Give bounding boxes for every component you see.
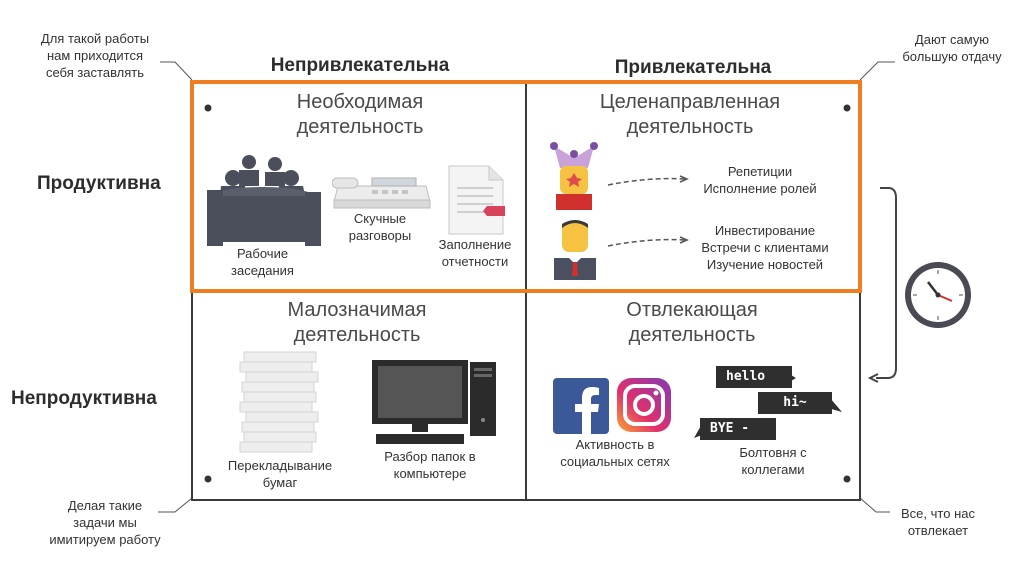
label-meetings: Рабочие заседания — [205, 245, 320, 279]
label-line: Перекладывание — [227, 458, 333, 473]
paper-stack-icon — [239, 351, 319, 453]
quadrant-title-purposeful: Целенаправленная деятельность — [570, 90, 810, 140]
facebook-icon — [553, 378, 609, 434]
note-line: нам приходится — [47, 48, 143, 63]
group-rehearsals: Репетиции Исполнение ролей — [680, 163, 840, 197]
businessman-icon — [554, 220, 596, 280]
computer-icon — [372, 360, 496, 444]
dashed-arrow-2 — [607, 238, 687, 247]
title-line: Отвлекающая — [626, 299, 758, 321]
label-chatter: Болтовня с коллегами — [718, 444, 828, 478]
quadrant-title-minor: Малозначимая деятельность — [237, 298, 477, 348]
label-line: социальных сетях — [560, 454, 670, 469]
label-social: Активность в социальных сетях — [545, 436, 685, 470]
note-line: Все, что нас — [901, 506, 975, 521]
meeting-table-icon — [207, 155, 321, 246]
title-line: деятельность — [293, 324, 421, 346]
label-line: отчетности — [441, 254, 509, 269]
column-header-attractive: Привлекательна — [614, 57, 772, 78]
label-line: Скучные — [353, 211, 407, 226]
label-reports: Заполнение отчетности — [420, 236, 530, 270]
row-header-unproductive: Непродуктивна — [11, 388, 157, 409]
note-line: Для такой работы — [40, 31, 150, 46]
text-line: Изучение новостей — [706, 257, 824, 272]
connector-bottom-left — [158, 497, 193, 513]
label-line: бумаг — [262, 475, 298, 490]
chat-bubble-hi: hi~ — [758, 392, 832, 414]
note-bottom-right: Все, что нас отвлекает — [878, 505, 998, 539]
group-investing: Инвестирование Встречи с клиентами Изуче… — [685, 222, 845, 273]
connector-top-left — [160, 61, 193, 81]
label-folders: Разбор папок в компьютере — [365, 448, 495, 482]
label-calls: Скучные разговоры — [330, 210, 430, 244]
chat-bubble-tails — [694, 372, 842, 438]
title-line: деятельность — [296, 116, 424, 138]
clock-icon — [905, 262, 971, 328]
text-line: Инвестирование — [714, 223, 816, 238]
highlight-frame — [190, 80, 862, 293]
title-line: деятельность — [628, 324, 756, 346]
title-line: Необходимая — [296, 91, 424, 113]
title-line: деятельность — [626, 116, 754, 138]
note-bottom-left: Делая такие задачи мы имитируем работу — [30, 497, 180, 548]
label-line: Заполнение — [438, 237, 512, 252]
note-line: Дают самую — [914, 32, 990, 47]
connector-bottom-right — [859, 497, 890, 513]
jester-icon — [550, 142, 598, 210]
label-line: Активность в — [575, 437, 655, 452]
connector-top-right — [859, 61, 895, 81]
label-line: Рабочие — [236, 246, 289, 261]
telephone-icon — [332, 177, 431, 209]
bracket-arrow — [867, 187, 897, 383]
corner-dot — [843, 104, 851, 112]
note-top-right: Дают самую большую отдачу — [882, 31, 1022, 65]
label-line: Болтовня с — [739, 445, 807, 460]
note-line: отвлекает — [907, 523, 969, 538]
dashed-arrow-1 — [607, 177, 687, 186]
note-line: имитируем работу — [49, 532, 161, 547]
label-line: Разбор папок в — [384, 449, 476, 464]
column-header-unattractive: Непривлекательна — [270, 55, 450, 76]
note-line: Делая такие — [67, 498, 143, 513]
quadrant-title-distracting: Отвлекающая деятельность — [572, 298, 812, 348]
label-line: коллегами — [741, 462, 805, 477]
dashed-arrows — [607, 175, 689, 247]
label-line: компьютере — [393, 466, 467, 481]
note-line: большую отдачу — [902, 49, 1002, 64]
note-line: задачи мы — [73, 515, 137, 530]
chat-bubble-bye: BYE - — [700, 418, 776, 440]
row-header-productive: Продуктивна — [37, 173, 161, 194]
chat-bubble-hello: hello — [716, 366, 792, 388]
label-papers: Перекладывание бумаг — [205, 457, 355, 491]
text-line: Встречи с клиентами — [701, 240, 829, 255]
title-line: Целенаправленная — [599, 91, 781, 113]
corner-dot — [204, 475, 212, 483]
label-line: заседания — [231, 263, 294, 278]
quadrant-title-necessary: Необходимая деятельность — [240, 90, 480, 140]
text-line: Исполнение ролей — [703, 181, 817, 196]
corner-dot — [843, 475, 851, 483]
note-top-left: Для такой работы нам приходится себя зас… — [20, 30, 170, 81]
note-line: себя заставлять — [45, 65, 145, 80]
document-icon — [448, 165, 505, 235]
corner-dot — [204, 104, 212, 112]
title-line: Малозначимая — [287, 299, 427, 321]
label-line: разговоры — [348, 228, 412, 243]
text-line: Репетиции — [727, 164, 793, 179]
instagram-icon — [617, 378, 671, 432]
